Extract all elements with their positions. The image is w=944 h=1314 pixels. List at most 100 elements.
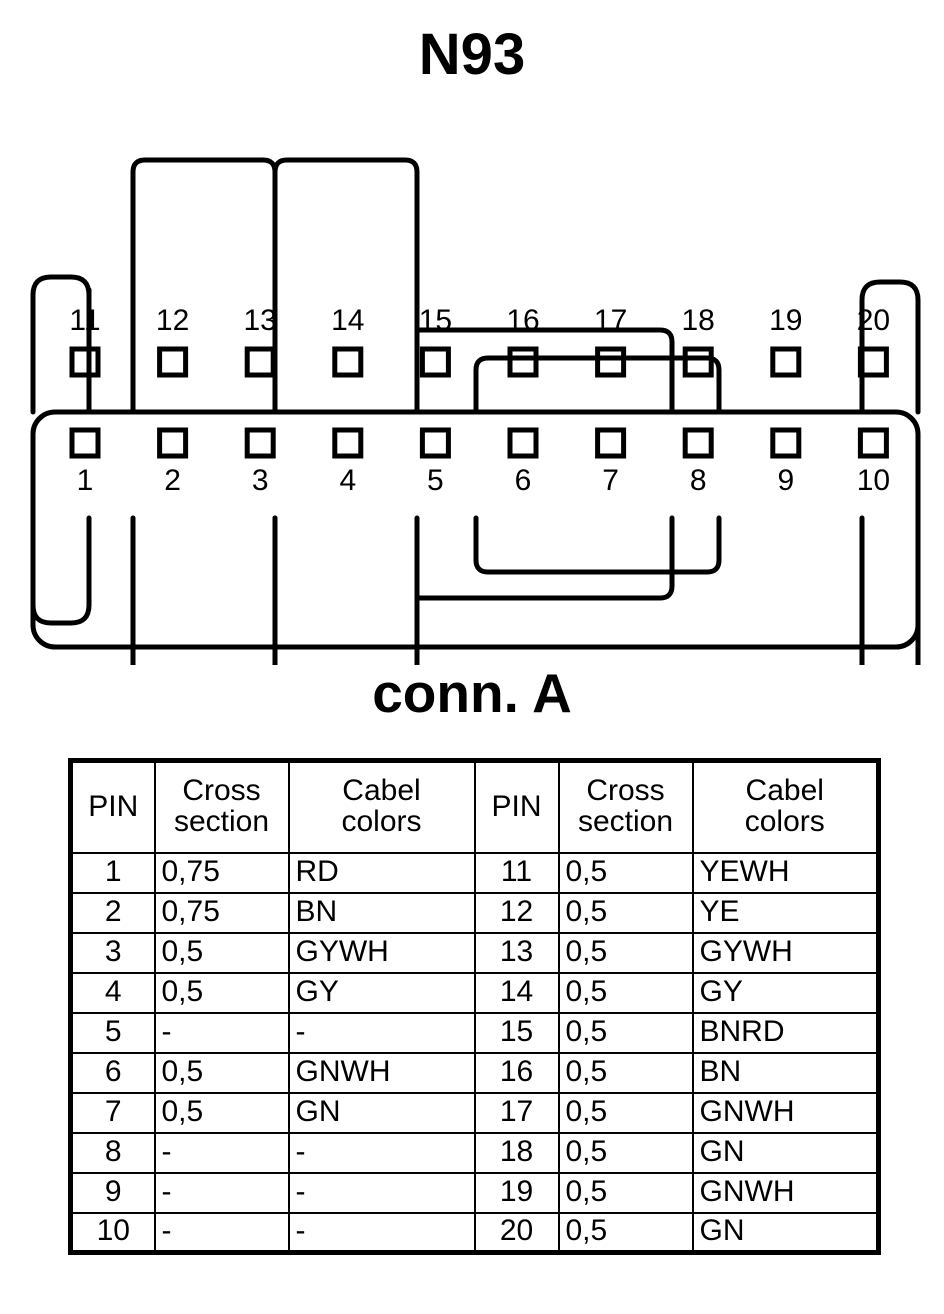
header-cable-colors-left-line2: colors [341, 805, 422, 839]
cell-cross-section-right: 0,5 [557, 971, 694, 1014]
pin-cavity-14 [332, 346, 364, 378]
cell-pin-left: 3 [69, 931, 156, 974]
header-pin-right: PIN [473, 759, 560, 854]
pin-cavity-2 [157, 427, 189, 459]
cell-cable-colors-right: BN [691, 1051, 880, 1094]
header-cable-colors-right: Cabel colors [691, 759, 880, 854]
pin-cavity-17 [595, 346, 627, 378]
header-cable-colors-left: Cabel colors [287, 759, 476, 854]
pin-number-9: 9 [777, 464, 794, 497]
pin-cavity-4 [332, 427, 364, 459]
cell-pin-right: 12 [473, 891, 560, 934]
cell-cable-colors-right: YE [691, 891, 880, 934]
cell-cable-colors-left: - [287, 1211, 476, 1254]
cell-cable-colors-right: GNWH [691, 1091, 880, 1134]
pin-number-16: 16 [506, 304, 539, 337]
pin-cavity-20 [857, 346, 889, 378]
header-cable-colors-right-line1: Cabel [745, 774, 824, 808]
header-cable-colors-right-line2: colors [744, 805, 825, 839]
table-header: PIN Cross section Cabel colors PIN Cross… [69, 759, 880, 854]
connector-outline [30, 157, 921, 665]
cell-pin-right: 16 [473, 1051, 560, 1094]
cell-pin-left: 2 [69, 891, 156, 934]
pin-number-11: 11 [69, 304, 100, 337]
pin-number-10: 10 [857, 464, 890, 497]
cell-cross-section-right: 0,5 [557, 891, 694, 934]
cell-cable-colors-left: - [287, 1171, 476, 1214]
cell-pin-right: 14 [473, 971, 560, 1014]
cell-cable-colors-left: GNWH [287, 1051, 476, 1094]
pin-cavity-8 [682, 427, 714, 459]
pin-number-12: 12 [156, 304, 189, 337]
page-title: N93 [418, 22, 526, 87]
upper-shoulder-step-outer [414, 327, 675, 415]
cell-pin-right: 20 [473, 1211, 560, 1254]
pin-number-6: 6 [515, 464, 532, 497]
cell-pin-left: 8 [69, 1131, 156, 1174]
cell-cable-colors-left: RD [287, 851, 476, 894]
table-header-row: PIN Cross section Cabel colors PIN Cross… [69, 759, 880, 854]
pin-number-13: 13 [244, 304, 277, 337]
pin-number-7: 7 [602, 464, 619, 497]
header-cross-section-left: Cross section [153, 759, 290, 854]
pin-cavity-18 [682, 346, 714, 378]
pin-cavity-15 [419, 346, 451, 378]
cell-pin-left: 9 [69, 1171, 156, 1214]
pin-cavity-3 [244, 427, 276, 459]
pin-number-14: 14 [331, 304, 364, 337]
pin-number-18: 18 [682, 304, 715, 337]
pin-cavity-16 [507, 346, 539, 378]
pin-number-5: 5 [427, 464, 444, 497]
cell-pin-right: 19 [473, 1171, 560, 1214]
cell-cross-section-right: 0,5 [557, 1051, 694, 1094]
connector-caption: conn. A [372, 662, 572, 724]
pin-table-container: PIN Cross section Cabel colors PIN Cross… [68, 758, 881, 1255]
cell-cross-section-left: 0,5 [153, 931, 290, 974]
cell-cross-section-left: - [153, 1211, 290, 1254]
cell-cable-colors-right: GYWH [691, 931, 880, 974]
header-cross-section-right-line2: section [577, 805, 674, 839]
pin-number-15: 15 [419, 304, 452, 337]
cell-pin-right: 15 [473, 1011, 560, 1054]
pin-cavity-19 [770, 346, 802, 378]
pin-number-19: 19 [769, 304, 802, 337]
upper-tab-2 [272, 157, 420, 415]
cell-cross-section-left: 0,5 [153, 1051, 290, 1094]
pin-cavity-12 [157, 346, 189, 378]
cell-pin-right: 18 [473, 1131, 560, 1174]
left-latch-tab-upper-cap [30, 274, 92, 298]
pin-cavity-5 [419, 427, 451, 459]
cell-pin-right: 17 [473, 1091, 560, 1134]
cell-cross-section-left: 0,5 [153, 1091, 290, 1134]
cell-pin-left: 6 [69, 1051, 156, 1094]
cell-cross-section-right: 0,5 [557, 1131, 694, 1174]
cell-pin-left: 4 [69, 971, 156, 1014]
header-cross-section-right-line1: Cross [586, 774, 665, 808]
cell-pin-left: 7 [69, 1091, 156, 1134]
cell-cable-colors-right: GN [691, 1131, 880, 1174]
header-cross-section-left-line2: section [173, 805, 270, 839]
cell-cross-section-right: 0,5 [557, 1211, 694, 1254]
lower-shoulder-step-inner [473, 515, 722, 575]
cell-cross-section-left: - [153, 1171, 290, 1214]
pin-number-2: 2 [164, 464, 181, 497]
pin-number-8: 8 [690, 464, 707, 497]
cell-cross-section-right: 0,5 [557, 1011, 694, 1054]
header-cable-colors-left-line1: Cabel [342, 774, 421, 808]
pin-number-20: 20 [857, 304, 890, 337]
lower-tab-1 [130, 515, 278, 665]
cell-cross-section-left: 0,5 [153, 971, 290, 1014]
cell-cable-colors-right: GNWH [691, 1171, 880, 1214]
cell-pin-right: 11 [473, 851, 560, 894]
pin-number-1: 1 [77, 464, 94, 497]
